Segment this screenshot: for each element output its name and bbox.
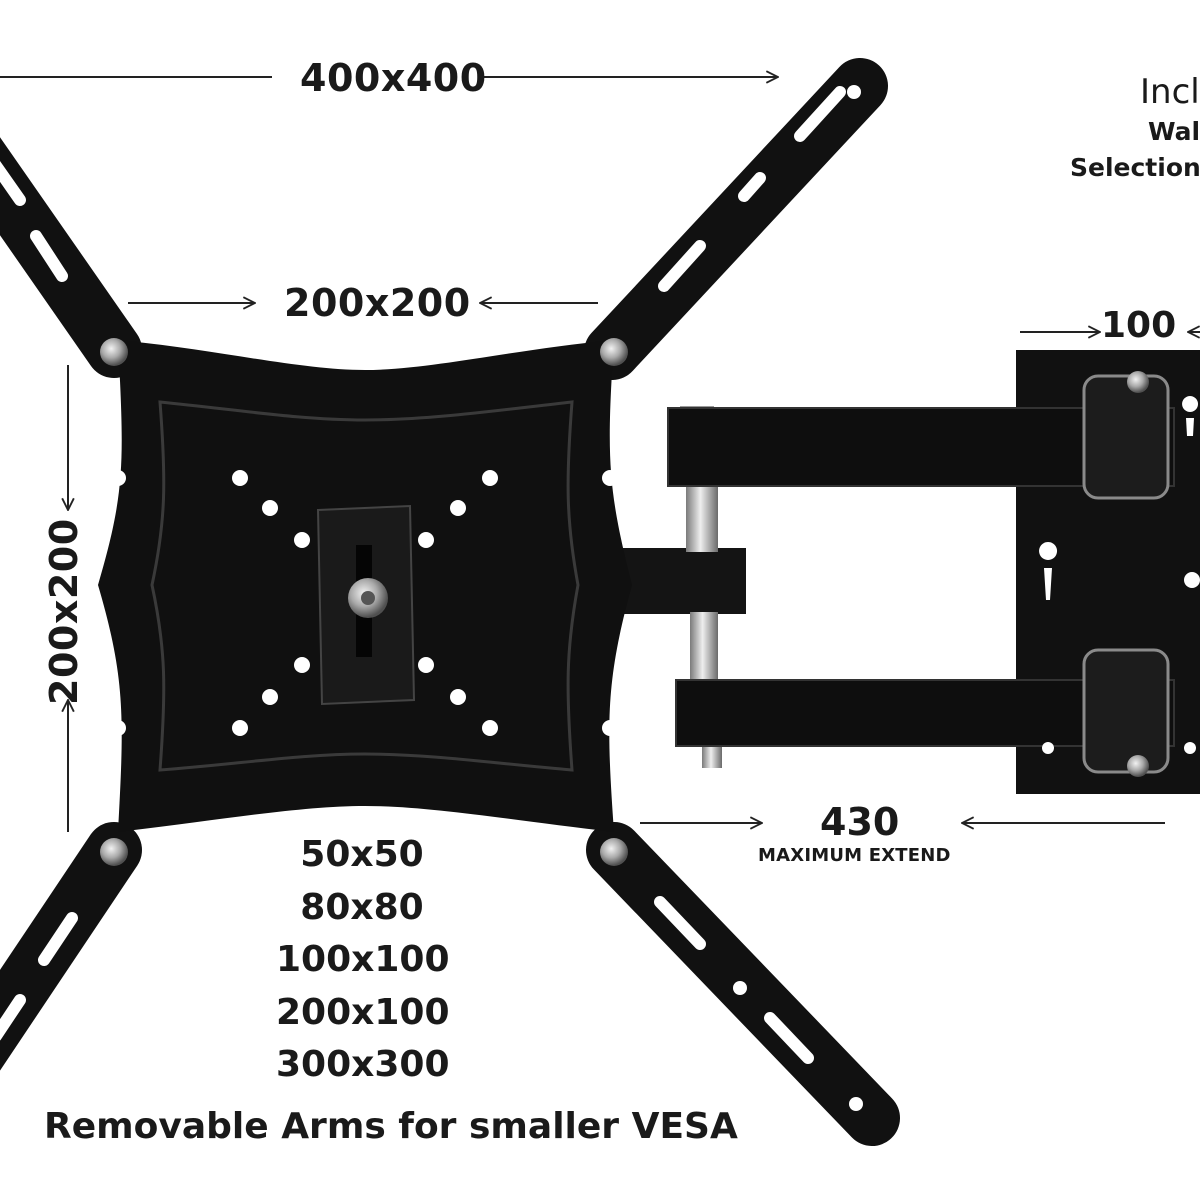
vesa-max-dimension: 400x400 bbox=[300, 56, 487, 100]
pivot-rod-bottom bbox=[702, 742, 722, 768]
arm-lower-left bbox=[0, 822, 142, 1071]
vesa-hole bbox=[602, 720, 618, 736]
vesa-hole bbox=[450, 500, 466, 516]
tilt-bracket bbox=[316, 504, 416, 706]
arm-slot bbox=[738, 172, 766, 202]
vesa-hole bbox=[482, 470, 498, 486]
arm-slot bbox=[38, 912, 78, 966]
wall-hinge-lower bbox=[1082, 648, 1170, 774]
vesa-size-item: 200x100 bbox=[276, 991, 450, 1033]
arm-slot bbox=[0, 160, 26, 206]
bolt-icon bbox=[600, 338, 628, 366]
max-extend-value: 430 bbox=[820, 800, 900, 844]
vesa-mid-vertical-dimension: 200x200 bbox=[42, 518, 86, 705]
vesa-hole bbox=[602, 470, 618, 486]
vesa-hole bbox=[294, 657, 310, 673]
included-line-1: Wal bbox=[1148, 117, 1200, 146]
vesa-size-item: 50x50 bbox=[300, 834, 424, 875]
vesa-size-item: 100x100 bbox=[276, 939, 450, 980]
keyhole-slot-icon bbox=[1182, 396, 1199, 436]
bolt-icon bbox=[100, 838, 128, 866]
keyhole-slot-icon bbox=[1039, 542, 1058, 600]
vesa-hole bbox=[482, 720, 498, 736]
vesa-plate-inset bbox=[150, 400, 580, 772]
arm-slot bbox=[794, 86, 846, 142]
bolt-icon bbox=[100, 338, 128, 366]
tilt-knob-center bbox=[361, 591, 375, 605]
vesa-holes bbox=[110, 470, 618, 736]
wall-hinge-bolt-upper bbox=[1127, 371, 1149, 393]
wall-plate-hole bbox=[1184, 572, 1200, 588]
removable-arms bbox=[0, 58, 900, 1146]
pivot-rod-lower bbox=[690, 612, 718, 684]
arm-upper-right bbox=[584, 58, 888, 380]
dimension-lines bbox=[0, 77, 1200, 832]
vesa-hole bbox=[418, 657, 434, 673]
vesa-hole bbox=[262, 500, 278, 516]
vesa-hole bbox=[418, 532, 434, 548]
supported-vesa-list: 50x50 80x80 100x100 200x100 300x300 bbox=[276, 832, 450, 1095]
removable-arms-caption: Removable Arms for smaller VESA bbox=[44, 1106, 738, 1147]
arm-slot bbox=[654, 896, 706, 950]
wall-plate-hole bbox=[1184, 742, 1196, 754]
wall-hinge-bolt-lower bbox=[1127, 755, 1149, 777]
arm-hole bbox=[849, 1097, 863, 1111]
articulating-arm bbox=[600, 350, 1200, 794]
arm-slot bbox=[764, 1012, 814, 1064]
vesa-hole bbox=[262, 689, 278, 705]
arm-bolts bbox=[100, 338, 628, 866]
vesa-hole bbox=[232, 720, 248, 736]
included-title: Incl bbox=[1140, 72, 1200, 112]
vesa-hole bbox=[450, 689, 466, 705]
bolt-icon bbox=[600, 838, 628, 866]
vesa-hole bbox=[294, 532, 310, 548]
arm-lower-right bbox=[586, 822, 900, 1146]
vesa-size-item: 300x300 bbox=[276, 1044, 450, 1085]
arm-upper-left bbox=[0, 137, 142, 378]
arm-slot bbox=[30, 230, 68, 282]
vesa-hole bbox=[110, 470, 126, 486]
vesa-mid-horizontal-dimension: 200x200 bbox=[284, 281, 471, 325]
vesa-hole bbox=[232, 470, 248, 486]
vesa-hole bbox=[110, 720, 126, 736]
arm-slot bbox=[0, 994, 26, 1041]
vesa-size-item: 80x80 bbox=[300, 886, 424, 928]
wall-hinge-upper bbox=[1082, 374, 1170, 500]
wall-plate-hole bbox=[1042, 742, 1054, 754]
arm-hole bbox=[733, 981, 747, 995]
arm-slot bbox=[658, 240, 706, 292]
max-extend-label: MAXIMUM EXTEND bbox=[758, 845, 951, 866]
arm-hole bbox=[847, 85, 861, 99]
wall-plate-width-dimension: 100 bbox=[1101, 305, 1177, 346]
included-line-2: Selection bbox=[1070, 153, 1200, 182]
